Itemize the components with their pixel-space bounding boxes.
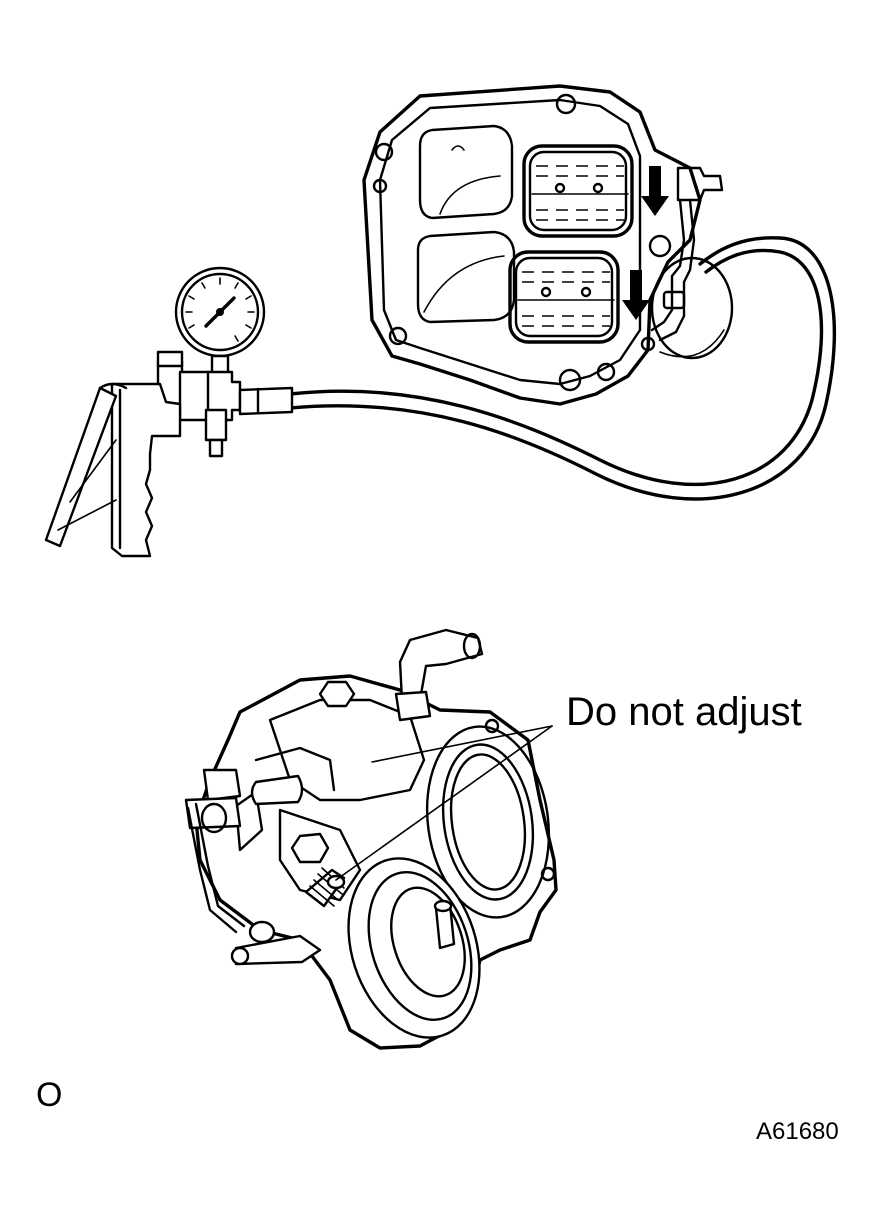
vacuum-hose	[288, 236, 837, 501]
corner-mark: O	[36, 1076, 63, 1114]
vacuum-pump-illustration	[44, 266, 294, 558]
throttle-body-flange-illustration	[362, 84, 734, 406]
figure-id: A61680	[756, 1118, 839, 1145]
callout-label: Do not adjust	[566, 690, 802, 734]
throttle-body-assembly-illustration	[184, 628, 558, 1050]
callout-leader-lines	[335, 725, 553, 881]
